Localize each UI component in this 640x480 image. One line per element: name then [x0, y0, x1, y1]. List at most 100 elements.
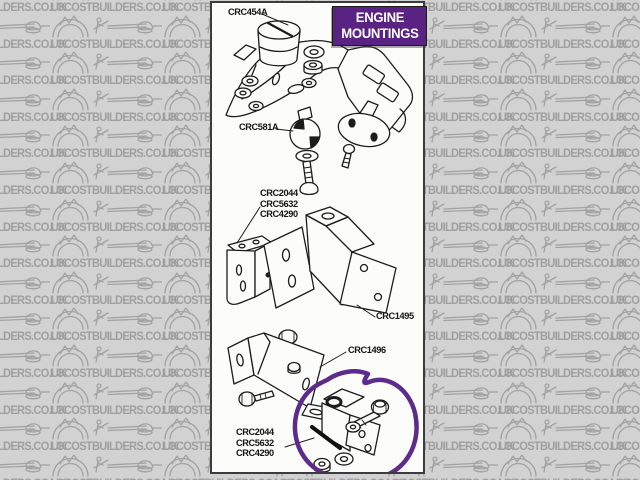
- digger-icon: [612, 124, 640, 148]
- watermark-text: LOCOSTBUILDERS.CO.UK: [498, 404, 626, 417]
- digger-icon: [612, 454, 640, 477]
- digger-icon: [500, 14, 611, 38]
- watermark-text: LOCOSTBUILDERS.CO.UK: [50, 331, 178, 344]
- ball-mount-drawing: [289, 100, 391, 196]
- digger-icon: [612, 234, 640, 257]
- watermark-text: LOCOSTBUILDERS.CO.UK: [50, 294, 178, 307]
- digger-icon: [0, 386, 51, 400]
- watermark-digger: [50, 13, 163, 39]
- watermark-text: LOCOSTBUILDERS.CO.UK: [610, 331, 640, 344]
- watermark-digger: [610, 159, 640, 185]
- digger-icon: [52, 51, 163, 74]
- digger-icon: [52, 14, 163, 38]
- watermark-text: LOCOSTBUILDERS.CO.UK: [610, 368, 640, 380]
- watermark-text: LOCOSTBUILDERS.CO.UK: [610, 404, 640, 417]
- watermark-digger: [610, 379, 640, 405]
- digger-icon: [0, 313, 51, 326]
- digger-icon: [612, 161, 640, 184]
- watermark-digger: [0, 13, 51, 39]
- digger-icon: [0, 20, 51, 34]
- watermark-digger: [610, 196, 640, 222]
- watermark-text: LOCOSTBUILDERS.CO.UK: [498, 331, 626, 344]
- watermark-digger: [610, 86, 640, 112]
- watermark-text: LOCOSTBUILDERS.CO.UK: [50, 258, 178, 271]
- watermark-digger: [50, 86, 163, 112]
- watermark-text: LOCOSTBUILDERS.CO.UK: [498, 185, 626, 197]
- watermark-digger: [498, 122, 611, 148]
- watermark-digger: [50, 232, 163, 258]
- digger-icon: [612, 197, 640, 221]
- digger-icon: [612, 14, 640, 38]
- watermark-digger: [498, 305, 611, 331]
- watermark-text: LOCOSTBUILDERS.CO.UK: [498, 75, 626, 88]
- watermark-text: LOCOSTBUILDERS.CO.UK: [498, 258, 626, 271]
- watermark-text: LOCOSTBUILDERS.CO.UK: [274, 478, 402, 480]
- watermark-digger: [498, 13, 611, 39]
- watermark-digger: [498, 49, 611, 75]
- label-crc5632-lower: CRC5632: [236, 437, 274, 449]
- digger-icon: [500, 344, 611, 367]
- digger-icon: [0, 240, 51, 253]
- digger-icon: [52, 380, 163, 404]
- digger-icon: [612, 417, 640, 440]
- label-crc1495: CRC1495: [376, 311, 414, 322]
- watermark-digger: [50, 122, 163, 148]
- middle-bracket-drawing: [226, 206, 397, 314]
- badge-line-2: MOUNTINGS: [340, 26, 419, 41]
- watermark-text: LOCOSTBUILDERS.CO.UK: [50, 404, 178, 417]
- label-crc2044-lower: CRC2044: [236, 427, 274, 438]
- watermark-digger: [0, 379, 51, 405]
- lower-bracket-drawing: [227, 329, 331, 421]
- label-mount-stack-upper: CRC2044 CRC5632 CRC4290: [260, 188, 298, 221]
- digger-icon: [500, 307, 611, 331]
- badge-line-1: ENGINE: [355, 10, 404, 25]
- watermark-digger: [0, 452, 51, 478]
- watermark-text: LOCOSTBUILDERS.CO.UK: [50, 38, 178, 51]
- digger-icon: [0, 57, 51, 70]
- watermark-digger: [0, 49, 51, 75]
- digger-icon: [52, 161, 163, 184]
- watermark-text: LOCOSTBUILDERS.CO.UK: [50, 2, 178, 14]
- watermark-digger: [610, 232, 640, 258]
- watermark-digger: [498, 232, 611, 258]
- watermark-digger: [498, 86, 611, 112]
- watermark-digger: [610, 13, 640, 39]
- digger-icon: [52, 124, 163, 148]
- watermark-digger: [0, 159, 51, 185]
- watermark-text: LOCOSTBUILDERS.CO.UK: [0, 478, 66, 480]
- digger-icon: [500, 197, 611, 221]
- watermark-digger: [0, 342, 51, 368]
- label-crc1496: CRC1496: [348, 345, 386, 356]
- watermark-text: LOCOSTBUILDERS.CO.UK: [610, 2, 640, 14]
- top-mount-plate-drawing: [225, 20, 414, 134]
- digger-icon: [500, 380, 611, 404]
- watermark-text: LOCOSTBUILDERS.CO.UK: [498, 294, 626, 307]
- digger-icon: [52, 88, 163, 111]
- digger-icon: [612, 271, 640, 294]
- watermark-digger: [610, 415, 640, 441]
- engine-mounting-line-art: [225, 13, 419, 472]
- watermark-text: LOCOSTBUILDERS.CO.UK: [498, 478, 626, 480]
- digger-icon: [500, 454, 611, 477]
- engine-mountings-badge: ENGINE MOUNTINGS: [332, 6, 427, 46]
- digger-icon: [52, 234, 163, 257]
- watermark-digger: [0, 232, 51, 258]
- watermark-digger: [0, 86, 51, 112]
- watermark-digger: [50, 342, 163, 368]
- watermark-digger: [610, 269, 640, 295]
- digger-icon: [612, 307, 640, 331]
- label-crc5632-upper: CRC5632: [260, 198, 298, 210]
- digger-icon: [0, 94, 51, 107]
- digger-icon: [52, 271, 163, 294]
- digger-icon: [0, 167, 51, 180]
- watermark-text: LOCOSTBUILDERS.CO.UK: [610, 185, 640, 197]
- digger-icon: [500, 234, 611, 257]
- watermark-digger: [50, 196, 163, 222]
- watermark-text: LOCOSTBUILDERS.CO.UK: [162, 478, 290, 480]
- watermark-digger: [50, 415, 163, 441]
- watermark-text: LOCOSTBUILDERS.CO.UK: [610, 111, 640, 124]
- digger-icon: [0, 203, 51, 217]
- watermark-text: LOCOSTBUILDERS.CO.UK: [50, 368, 178, 380]
- parts-diagram-panel: ENGINE MOUNTINGS CRC454A CRC581A CRC2044…: [210, 1, 427, 474]
- watermark-digger: [0, 122, 51, 148]
